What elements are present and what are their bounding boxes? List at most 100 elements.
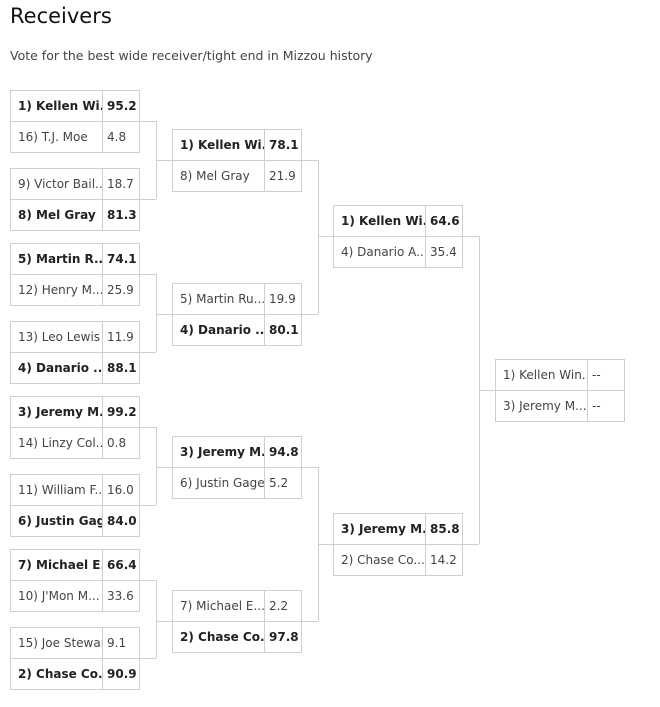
team-name: 3) Jeremy M... [180, 445, 264, 459]
bracket-connector [318, 160, 319, 314]
team-name: 13) Leo Lewis [18, 330, 101, 344]
team-row[interactable]: 9) Victor Bail...18.7 [11, 169, 139, 199]
team-name: 5) Martin Ru... [180, 292, 264, 306]
team-row[interactable]: 1) Kellen Wi...95.2 [11, 91, 139, 121]
bracket-connector [156, 314, 172, 315]
team-row[interactable]: 1) Kellen Win...-- [496, 360, 624, 390]
vote-percentage: 80.1 [264, 315, 301, 345]
team-name: 2) Chase Co... [180, 630, 264, 644]
team-row[interactable]: 2) Chase Co...97.8 [173, 621, 301, 652]
vote-percentage: 81.3 [102, 200, 139, 230]
vote-percentage: 97.8 [264, 622, 301, 652]
bracket-connector [463, 544, 479, 545]
bracket-connector [156, 427, 157, 505]
bracket-connector [140, 427, 156, 428]
team-name: 6) Justin Gage [18, 514, 102, 528]
team-name: 1) Kellen Wi... [341, 214, 425, 228]
bracket-connector [140, 352, 156, 353]
team-row[interactable]: 11) William F...16.0 [11, 475, 139, 505]
team-row[interactable]: 7) Michael E...66.4 [11, 550, 139, 580]
matchup-r1-6[interactable]: 11) William F...16.06) Justin Gage84.0 [10, 474, 140, 537]
bracket-connector [318, 236, 333, 237]
team-name: 15) Joe Stewart [18, 636, 102, 650]
team-row[interactable]: 4) Danario ...80.1 [173, 314, 301, 345]
vote-percentage: 16.0 [102, 475, 139, 505]
team-row[interactable]: 2) Chase Co...90.9 [11, 658, 139, 689]
vote-percentage: 64.6 [425, 206, 462, 236]
team-name: 1) Kellen Win... [503, 368, 587, 382]
vote-percentage: 21.9 [264, 161, 301, 191]
bracket-connector [302, 621, 318, 622]
matchup-r3-2[interactable]: 3) Jeremy M...85.82) Chase Co...14.2 [333, 513, 463, 576]
team-row[interactable]: 3) Jeremy M...85.8 [334, 514, 462, 544]
team-name: 3) Jeremy M... [341, 522, 425, 536]
vote-percentage: 33.6 [102, 581, 139, 611]
team-row[interactable]: 3) Jeremy M...99.2 [11, 397, 139, 427]
vote-percentage: 90.9 [102, 659, 139, 689]
team-name: 4) Danario A... [341, 245, 425, 259]
bracket-connector [140, 505, 156, 506]
team-name: 7) Michael E... [180, 599, 264, 613]
bracket-connector [302, 314, 318, 315]
team-row[interactable]: 5) Martin R...74.1 [11, 244, 139, 274]
vote-percentage: 85.8 [425, 514, 462, 544]
team-row[interactable]: 6) Justin Gage84.0 [11, 505, 139, 536]
team-row[interactable]: 10) J'Mon M...33.6 [11, 580, 139, 611]
team-name: 3) Jeremy M... [18, 405, 102, 419]
team-name: 9) Victor Bail... [18, 177, 102, 191]
vote-percentage: 35.4 [425, 237, 462, 267]
team-row[interactable]: 3) Jeremy M...94.8 [173, 437, 301, 467]
team-row[interactable]: 14) Linzy Col...0.8 [11, 427, 139, 458]
team-name: 12) Henry M... [18, 283, 102, 297]
team-row[interactable]: 4) Danario ...88.1 [11, 352, 139, 383]
team-name: 3) Jeremy M... [503, 399, 587, 413]
vote-percentage: -- [587, 360, 624, 390]
team-name: 4) Danario ... [180, 323, 264, 337]
team-name: 7) Michael E... [18, 558, 102, 572]
bracket-connector [140, 274, 156, 275]
bracket-connector [156, 621, 172, 622]
team-name: 2) Chase Co... [18, 667, 102, 681]
vote-percentage: 11.9 [102, 322, 139, 352]
page-subtitle: Vote for the best wide receiver/tight en… [10, 48, 373, 63]
bracket-connector [302, 160, 318, 161]
team-name: 11) William F... [18, 483, 102, 497]
vote-percentage: 18.7 [102, 169, 139, 199]
matchup-r4-1[interactable]: 1) Kellen Win...--3) Jeremy M...-- [495, 359, 625, 422]
matchup-r1-5[interactable]: 3) Jeremy M...99.214) Linzy Col...0.8 [10, 396, 140, 459]
vote-percentage: -- [587, 391, 624, 421]
matchup-r1-7[interactable]: 7) Michael E...66.410) J'Mon M...33.6 [10, 549, 140, 612]
team-row[interactable]: 7) Michael E...2.2 [173, 591, 301, 621]
vote-percentage: 0.8 [102, 428, 139, 458]
vote-percentage: 74.1 [102, 244, 139, 274]
team-name: 5) Martin R... [18, 252, 102, 266]
team-row[interactable]: 3) Jeremy M...-- [496, 390, 624, 421]
bracket-connector [479, 390, 495, 391]
team-row[interactable]: 4) Danario A...35.4 [334, 236, 462, 267]
team-row[interactable]: 1) Kellen Wi...78.1 [173, 130, 301, 160]
matchup-r2-4[interactable]: 7) Michael E...2.22) Chase Co...97.8 [172, 590, 302, 653]
matchup-r3-1[interactable]: 1) Kellen Wi...64.64) Danario A...35.4 [333, 205, 463, 268]
team-name: 1) Kellen Wi... [18, 99, 102, 113]
team-name: 16) T.J. Moe [18, 130, 88, 144]
team-row[interactable]: 12) Henry M...25.9 [11, 274, 139, 305]
team-row[interactable]: 5) Martin Ru...19.9 [173, 284, 301, 314]
bracket-connector [156, 580, 157, 658]
team-row[interactable]: 2) Chase Co...14.2 [334, 544, 462, 575]
bracket-connector [156, 160, 172, 161]
team-row[interactable]: 1) Kellen Wi...64.6 [334, 206, 462, 236]
